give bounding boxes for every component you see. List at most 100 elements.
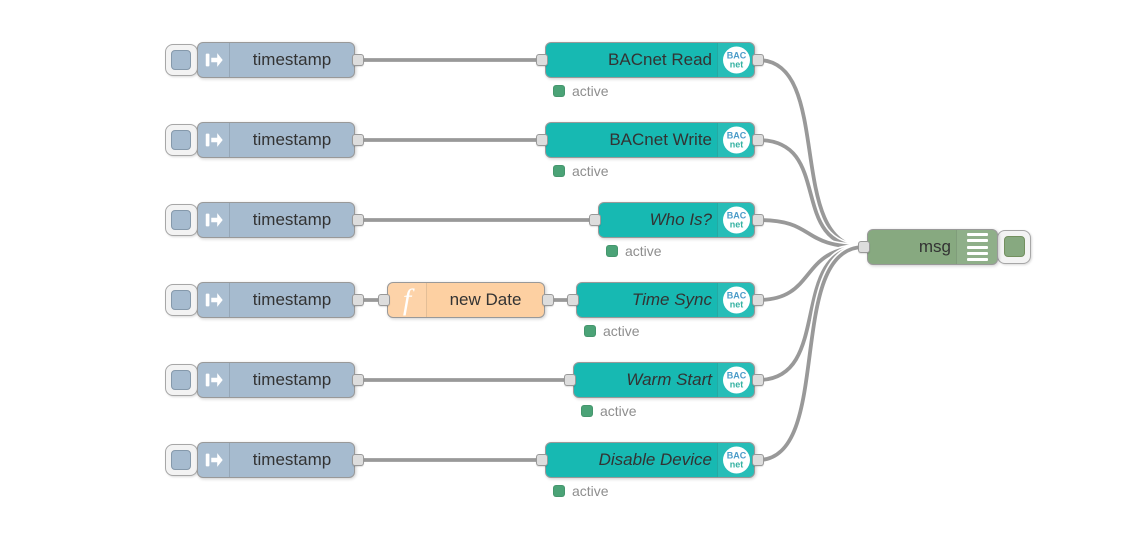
wire[interactable] — [757, 216, 865, 251]
inject-button-pad[interactable] — [171, 130, 191, 150]
output-port[interactable] — [752, 374, 764, 386]
debug-toggle-pad[interactable] — [1004, 236, 1025, 257]
status-dot-icon — [553, 85, 565, 97]
inject-node-label: timestamp — [252, 130, 332, 149]
inject-button[interactable] — [165, 124, 198, 156]
status-dot-icon — [584, 325, 596, 337]
bacnet-node-label: Who Is? — [649, 210, 712, 229]
input-port[interactable] — [536, 134, 548, 146]
inject-icon-zone — [198, 443, 230, 477]
output-port[interactable] — [352, 214, 364, 226]
output-port[interactable] — [752, 54, 764, 66]
inject-node-label: timestamp — [252, 290, 332, 309]
bacnet-badge-top: BAC — [726, 370, 747, 381]
bacnet-badge-top: BAC — [726, 450, 747, 461]
inject-button-pad[interactable] — [171, 210, 191, 230]
wire[interactable] — [757, 243, 865, 304]
input-port[interactable] — [589, 214, 601, 226]
bacnet-icon-zone: BAC net — [717, 363, 754, 397]
node-status: active — [606, 243, 662, 259]
bacnet-write-node[interactable]: BACnet Write BAC net — [545, 122, 755, 158]
wire[interactable] — [757, 243, 865, 464]
debug-icon-bar — [966, 251, 988, 255]
bacnet-node-label: BACnet Write — [609, 130, 712, 149]
debug-list-lines-icon — [956, 230, 997, 264]
inject-button[interactable] — [165, 444, 198, 476]
bacnet-badge-top: BAC — [726, 130, 747, 141]
inject-button-pad[interactable] — [171, 370, 191, 390]
bacnet-circle-icon: BAC net — [723, 46, 750, 74]
output-port[interactable] — [352, 454, 364, 466]
status-dot-icon — [606, 245, 618, 257]
bacnet-disabledevice-node[interactable]: Disable Device BAC net — [545, 442, 755, 478]
output-port[interactable] — [752, 454, 764, 466]
inject-button-pad[interactable] — [171, 290, 191, 310]
bacnet-circle-icon: BAC net — [723, 206, 750, 234]
bacnet-circle-icon: BAC net — [723, 446, 750, 474]
inject-node-label: timestamp — [252, 50, 332, 69]
input-port[interactable] — [536, 454, 548, 466]
inject-arrow-icon — [205, 293, 223, 307]
debug-node[interactable]: msg — [867, 229, 998, 265]
node-status: active — [584, 323, 640, 339]
bacnet-badge-bottom: net — [729, 59, 744, 69]
inject-button[interactable] — [165, 44, 198, 76]
debug-icon-bar — [966, 233, 988, 237]
input-port[interactable] — [564, 374, 576, 386]
status-text: active — [603, 323, 640, 339]
input-port[interactable] — [858, 241, 870, 253]
inject-button[interactable] — [165, 364, 198, 396]
debug-toggle-button[interactable] — [997, 230, 1031, 264]
debug-icon-bar — [966, 239, 988, 243]
output-port[interactable] — [352, 374, 364, 386]
status-dot-icon — [581, 405, 593, 417]
status-dot-icon — [553, 165, 565, 177]
node-status: active — [581, 403, 637, 419]
inject-node[interactable]: timestamp — [197, 42, 355, 78]
bacnet-whois-node[interactable]: Who Is? BAC net — [598, 202, 755, 238]
inject-arrow-icon — [205, 373, 223, 387]
inject-node[interactable]: timestamp — [197, 442, 355, 478]
input-port[interactable] — [378, 294, 390, 306]
bacnet-node-label: BACnet Read — [608, 50, 712, 69]
inject-arrow-icon — [205, 53, 223, 67]
output-port[interactable] — [352, 294, 364, 306]
bacnet-node-label: Time Sync — [631, 290, 712, 309]
output-port[interactable] — [752, 134, 764, 146]
bacnet-timesync-node[interactable]: Time Sync BAC net — [576, 282, 755, 318]
inject-icon-zone — [198, 43, 230, 77]
bacnet-badge-top: BAC — [726, 210, 747, 221]
inject-button-pad[interactable] — [171, 450, 191, 470]
bacnet-badge-bottom: net — [729, 379, 744, 389]
bacnet-warmstart-node[interactable]: Warm Start BAC net — [573, 362, 755, 398]
inject-node[interactable]: timestamp — [197, 202, 355, 238]
function-node-label: new Date — [449, 290, 522, 309]
function-glyph: f — [402, 283, 412, 316]
inject-button[interactable] — [165, 204, 198, 236]
node-status: active — [553, 163, 609, 179]
inject-button[interactable] — [165, 284, 198, 316]
inject-icon-zone — [198, 363, 230, 397]
output-port[interactable] — [542, 294, 554, 306]
inject-node-label: timestamp — [252, 450, 332, 469]
inject-node[interactable]: timestamp — [197, 362, 355, 398]
output-port[interactable] — [352, 54, 364, 66]
output-port[interactable] — [352, 134, 364, 146]
input-port[interactable] — [567, 294, 579, 306]
bacnet-read-node[interactable]: BACnet Read BAC net — [545, 42, 755, 78]
bacnet-badge-bottom: net — [729, 299, 744, 309]
inject-button-pad[interactable] — [171, 50, 191, 70]
output-port[interactable] — [752, 214, 764, 226]
status-text: active — [572, 163, 609, 179]
bacnet-node-label: Disable Device — [598, 450, 712, 469]
inject-node-label: timestamp — [252, 370, 332, 389]
inject-node[interactable]: timestamp — [197, 282, 355, 318]
output-port[interactable] — [752, 294, 764, 306]
inject-node[interactable]: timestamp — [197, 122, 355, 158]
input-port[interactable] — [536, 54, 548, 66]
function-node[interactable]: f new Date — [387, 282, 545, 318]
inject-icon-zone — [198, 123, 230, 157]
inject-arrow-icon — [205, 133, 223, 147]
